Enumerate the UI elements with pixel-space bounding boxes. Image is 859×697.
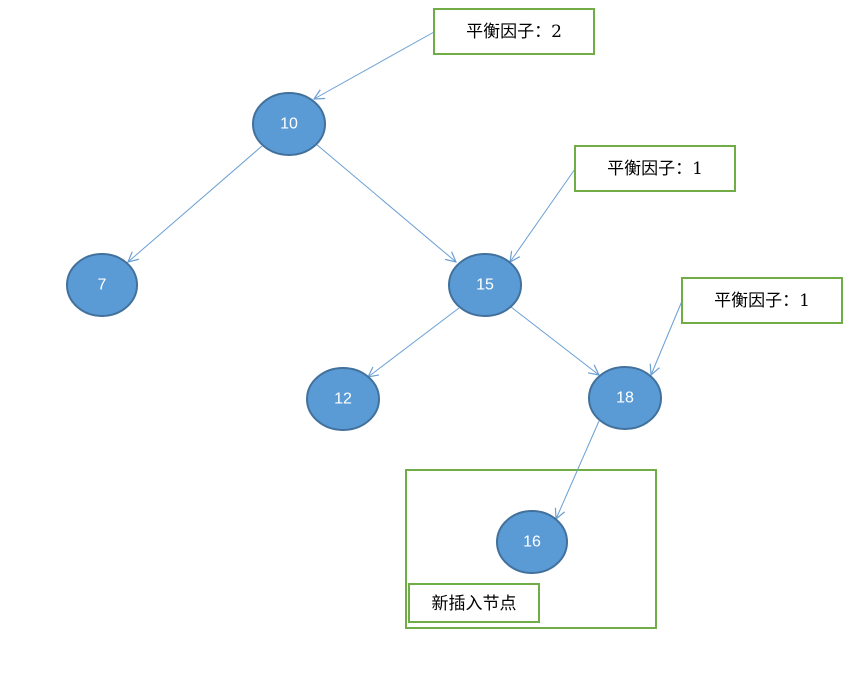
node-circle bbox=[306, 367, 380, 431]
node-label: 15 bbox=[476, 277, 494, 294]
new-node-label: 新插入节点 bbox=[408, 583, 540, 623]
pointer-bf-18 bbox=[651, 300, 683, 375]
callout-pointers bbox=[314, 31, 683, 375]
balance-factor-callout: 平衡因子：2 bbox=[433, 8, 595, 55]
new-node-label-box bbox=[408, 583, 540, 623]
node-label: 7 bbox=[98, 277, 107, 294]
tree-node: 18 bbox=[588, 366, 662, 430]
node-circle bbox=[448, 253, 522, 317]
edge-15-18 bbox=[510, 306, 599, 375]
tree-node: 10 bbox=[252, 92, 326, 156]
callout-box bbox=[574, 145, 736, 192]
node-label: 10 bbox=[280, 116, 298, 133]
new-node-label-text: 新插入节点 bbox=[432, 594, 517, 614]
edge-10-15 bbox=[315, 143, 456, 262]
node-circle bbox=[496, 510, 568, 574]
callout-text: 平衡因子：1 bbox=[607, 159, 703, 179]
node-label: 16 bbox=[523, 534, 541, 551]
callout-box bbox=[681, 277, 843, 324]
node-circle bbox=[66, 253, 138, 317]
pointer-bf-10 bbox=[314, 31, 435, 99]
callout-text: 平衡因子：1 bbox=[714, 291, 810, 311]
tree-node: 7 bbox=[66, 253, 138, 317]
tree-node: 16 bbox=[496, 510, 568, 574]
new-node-frame bbox=[405, 469, 657, 629]
node-circle bbox=[252, 92, 326, 156]
tree-node: 12 bbox=[306, 367, 380, 431]
callout-box bbox=[433, 8, 595, 55]
edge-18-16 bbox=[556, 420, 600, 519]
edge-10-7 bbox=[128, 145, 263, 262]
pointer-bf-15 bbox=[510, 168, 576, 262]
tree-node: 15 bbox=[448, 253, 522, 317]
node-label: 12 bbox=[334, 391, 352, 408]
balance-factor-callout: 平衡因子：1 bbox=[681, 277, 843, 324]
tree-edges bbox=[128, 143, 600, 519]
edge-15-12 bbox=[368, 307, 460, 377]
balance-factor-callout: 平衡因子：1 bbox=[574, 145, 736, 192]
node-circle bbox=[588, 366, 662, 430]
node-label: 18 bbox=[616, 390, 634, 407]
callout-text: 平衡因子：2 bbox=[466, 22, 562, 42]
